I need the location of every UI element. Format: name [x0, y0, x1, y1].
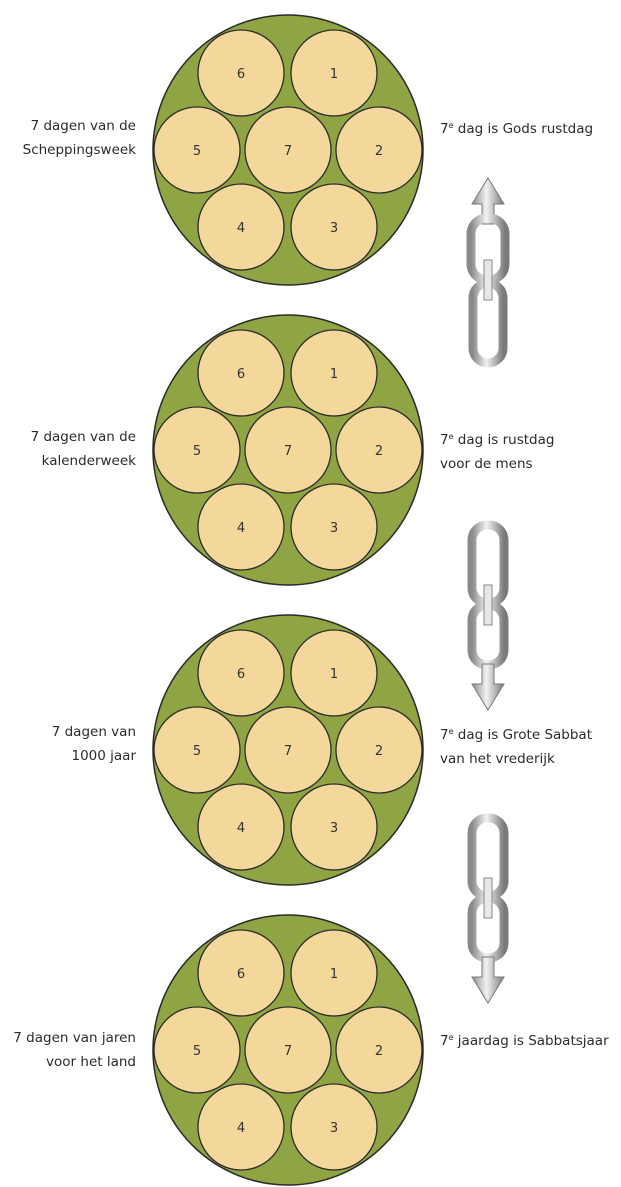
group-4-left-line-2: voor het land	[0, 1050, 136, 1074]
day-number: 3	[330, 221, 338, 236]
down-arrow-chain-icon	[472, 525, 504, 710]
group-2-left-line-1: 7 dagen van de	[0, 425, 136, 449]
day-number: 6	[237, 367, 245, 382]
group-2-left-label: 7 dagen van de kalenderweek	[0, 425, 136, 473]
day-number: 3	[330, 1121, 338, 1136]
day-number: 2	[375, 1044, 383, 1059]
group-1-left-label: 7 dagen van de Scheppingsweek	[0, 114, 136, 162]
day-number: 7	[284, 144, 292, 159]
group-4-ordinal: 7	[440, 1033, 449, 1049]
group-4-left-label: 7 dagen van jaren voor het land	[0, 1026, 136, 1074]
group-2-right-line-2: voor de mens	[440, 452, 620, 476]
group-1-ordinal: 7	[440, 121, 449, 137]
group-3-left-line-1: 7 dagen van	[0, 720, 136, 744]
day-number: 6	[237, 67, 245, 82]
chain-connector	[484, 878, 492, 918]
week-group-4: 6 1 5 7 2 4 3	[153, 915, 423, 1185]
chain-connector	[484, 585, 492, 625]
day-number: 6	[237, 967, 245, 982]
group-2-right-label: 7e dag is rustdag voor de mens	[440, 425, 620, 476]
group-3-right-text: dag is Grote Sabbat	[454, 727, 592, 743]
group-2-left-line-2: kalenderweek	[0, 449, 136, 473]
day-number: 6	[237, 667, 245, 682]
day-number: 3	[330, 821, 338, 836]
group-4-right-line-1: 7e jaardag is Sabbatsjaar	[440, 1026, 620, 1053]
group-3-right-line-2: van het vrederijk	[440, 747, 620, 771]
day-number: 7	[284, 444, 292, 459]
group-4-right-label: 7e jaardag is Sabbatsjaar	[440, 1026, 620, 1053]
down-arrow-chain-icon	[472, 818, 504, 1003]
day-number: 1	[330, 67, 338, 82]
chain-connector	[484, 260, 492, 300]
day-number: 4	[237, 1121, 245, 1136]
group-3-left-line-2: 1000 jaar	[0, 744, 136, 768]
day-number: 1	[330, 967, 338, 982]
day-number: 2	[375, 744, 383, 759]
day-number: 5	[193, 744, 201, 759]
group-2-ordinal: 7	[440, 432, 449, 448]
arrow-head	[472, 664, 504, 710]
group-4-left-line-1: 7 dagen van jaren	[0, 1026, 136, 1050]
group-2-right-line-1: 7e dag is rustdag	[440, 425, 620, 452]
group-1-right-label: 7e dag is Gods rustdag	[440, 114, 620, 141]
group-1-right-line-1: 7e dag is Gods rustdag	[440, 114, 620, 141]
day-number: 2	[375, 144, 383, 159]
group-3-left-label: 7 dagen van 1000 jaar	[0, 720, 136, 768]
day-number: 5	[193, 1044, 201, 1059]
day-number: 4	[237, 821, 245, 836]
day-number: 1	[330, 367, 338, 382]
day-number: 2	[375, 444, 383, 459]
week-group-2: 6 1 5 7 2 4 3	[153, 315, 423, 585]
group-4-right-text: jaardag is Sabbatsjaar	[454, 1033, 609, 1049]
arrow-head	[472, 957, 504, 1003]
group-1-left-line-2: Scheppingsweek	[0, 138, 136, 162]
day-number: 4	[237, 521, 245, 536]
up-arrow-chain-icon	[471, 178, 505, 363]
day-number: 1	[330, 667, 338, 682]
group-3-right-label: 7e dag is Grote Sabbat van het vrederijk	[440, 720, 620, 771]
day-number: 5	[193, 444, 201, 459]
group-3-ordinal: 7	[440, 727, 449, 743]
day-number: 7	[284, 1044, 292, 1059]
week-group-3: 6 1 5 7 2 4 3	[153, 615, 423, 885]
day-number: 4	[237, 221, 245, 236]
day-number: 3	[330, 521, 338, 536]
week-group-1: 6 1 5 7 2 4 3	[153, 15, 423, 285]
group-1-right-text: dag is Gods rustdag	[454, 121, 594, 137]
group-1-left-line-1: 7 dagen van de	[0, 114, 136, 138]
group-2-right-text: dag is rustdag	[454, 432, 555, 448]
day-number: 7	[284, 744, 292, 759]
group-3-right-line-1: 7e dag is Grote Sabbat	[440, 720, 620, 747]
day-number: 5	[193, 144, 201, 159]
